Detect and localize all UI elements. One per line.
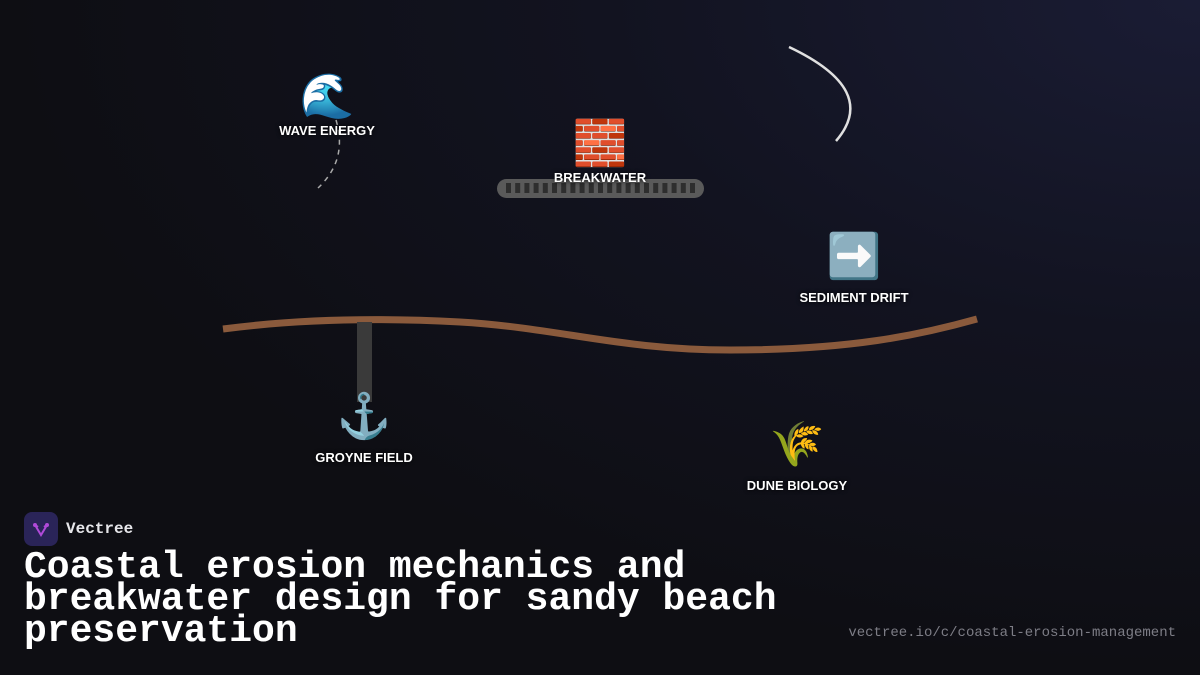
breakwater-block	[570, 183, 576, 193]
current-arc	[788, 45, 852, 142]
breakwater-block	[515, 183, 521, 193]
breakwater-block	[588, 183, 594, 193]
breakwater-block	[607, 183, 613, 193]
breakwater-blocks	[506, 183, 695, 193]
breakwater-block	[533, 183, 539, 193]
node-label: BREAKWATER	[553, 170, 647, 185]
breakwater-block	[653, 183, 659, 193]
shoreline	[222, 315, 978, 354]
breakwater-block	[579, 183, 585, 193]
node-label: SEDIMENT DRIFT	[799, 290, 909, 305]
node-label: DUNE BIOLOGY	[746, 478, 848, 493]
breakwater-block	[542, 183, 548, 193]
breakwater-block	[644, 183, 649, 193]
breakwater-block	[524, 183, 530, 193]
breakwater-block	[690, 183, 695, 193]
node-label: GROYNE FIELD	[315, 450, 413, 465]
brand: Vectree	[24, 512, 133, 546]
node-sediment-drift[interactable]: ➡️ SEDIMENT DRIFT	[799, 232, 908, 305]
breakwater-block	[662, 183, 668, 193]
breakwater-block	[625, 183, 631, 193]
breakwater-block	[671, 183, 677, 193]
breakwater-block	[552, 183, 557, 193]
node-label: WAVE ENERGY	[279, 123, 375, 138]
breakwater-block	[506, 183, 511, 193]
breakwater-block	[598, 183, 603, 193]
vectree-logo-icon	[24, 512, 58, 546]
node-wave-energy[interactable]: 🌊 WAVE ENERGY	[279, 72, 375, 140]
source-url: vectree.io/c/coastal-erosion-management	[848, 625, 1176, 641]
node-dune-biology[interactable]: 🌾 DUNE BIOLOGY	[747, 420, 847, 493]
breakwater-block	[680, 183, 686, 193]
groyne-structure	[357, 322, 372, 402]
node-breakwater[interactable]: 🧱 BREAKWATER	[554, 119, 646, 187]
node-groyne-field[interactable]: ⚓ GROYNE FIELD	[315, 392, 413, 465]
page-title: Coastal erosion mechanics and breakwater…	[24, 546, 777, 653]
arrow-right-icon: ➡️	[826, 232, 882, 281]
brick-icon: 🧱	[572, 119, 628, 168]
wheat-icon: 🌾	[769, 420, 825, 469]
breakwater-block	[634, 183, 640, 193]
anchor-icon: ⚓	[336, 392, 392, 441]
wave-icon: 🌊	[299, 72, 355, 121]
breakwater-block	[561, 183, 567, 193]
breakwater-block	[616, 183, 622, 193]
brand-name: Vectree	[66, 520, 134, 538]
